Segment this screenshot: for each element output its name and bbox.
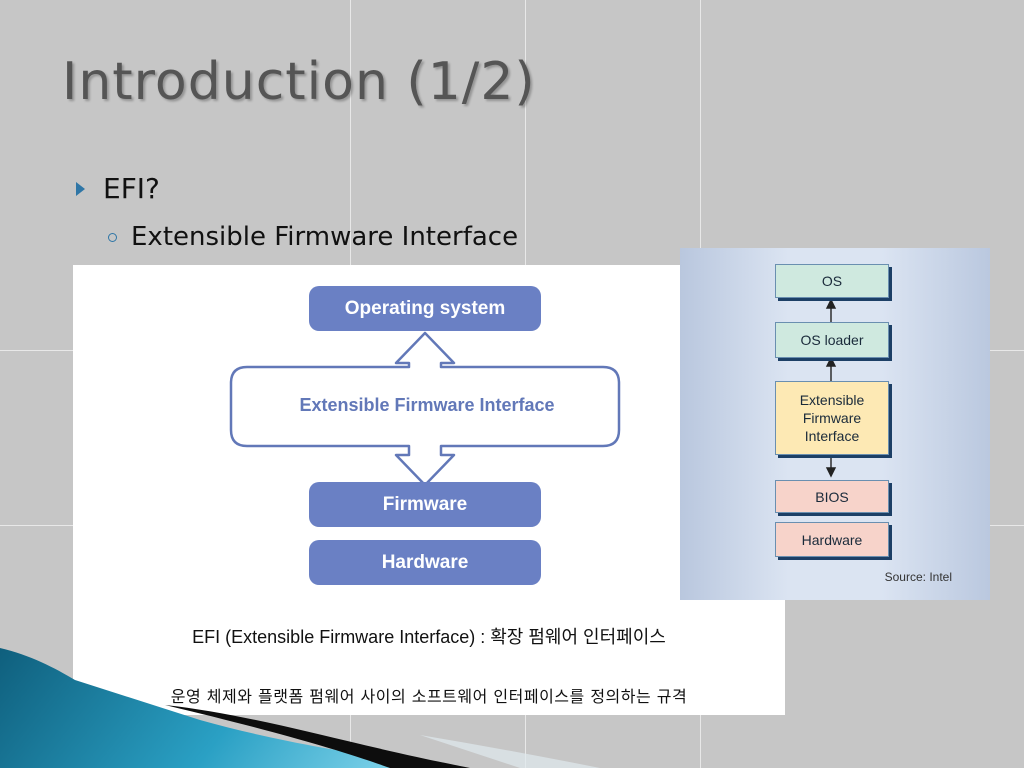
bullet-level2-text: Extensible Firmware Interface — [131, 222, 519, 252]
bullet-level1: EFI? — [76, 172, 160, 205]
hardware-box-right: Hardware — [775, 522, 889, 557]
slide-title: Introduction (1/2) — [62, 52, 536, 112]
stack-arrows — [825, 298, 837, 478]
circle-bullet-icon — [108, 232, 117, 242]
caption-description: 운영 체제와 플랫폼 펌웨어 사이의 소프트웨어 인터페이스를 정의하는 규격 — [170, 687, 688, 706]
source-credit: Source: Intel — [884, 570, 952, 584]
efi-line-1: Extensible — [799, 392, 865, 408]
operating-system-box: Operating system — [309, 286, 541, 331]
triangle-bullet-icon — [76, 181, 85, 196]
os-box: OS — [775, 264, 889, 298]
bullet-level2: Extensible Firmware Interface — [108, 222, 518, 252]
hardware-box: Hardware — [309, 540, 541, 585]
os-loader-box: OS loader — [775, 322, 889, 358]
intel-efi-diagram: OS OS loader Extensible Firmware Interfa… — [680, 248, 990, 600]
efi-line-2: Firmware — [802, 410, 862, 426]
bullet-level1-text: EFI? — [103, 172, 160, 205]
firmware-box: Firmware — [309, 482, 541, 527]
bios-box: BIOS — [775, 480, 889, 513]
efi-label: Extensible Firmware Interface — [299, 394, 555, 415]
efi-line-3: Interface — [804, 428, 860, 444]
caption-definition: EFI (Extensible Firmware Interface) : 확장… — [192, 627, 666, 647]
efi-box: Extensible Firmware Interface — [775, 381, 889, 455]
efi-stack-diagram: Operating system Extensible Firmware Int… — [73, 265, 785, 715]
